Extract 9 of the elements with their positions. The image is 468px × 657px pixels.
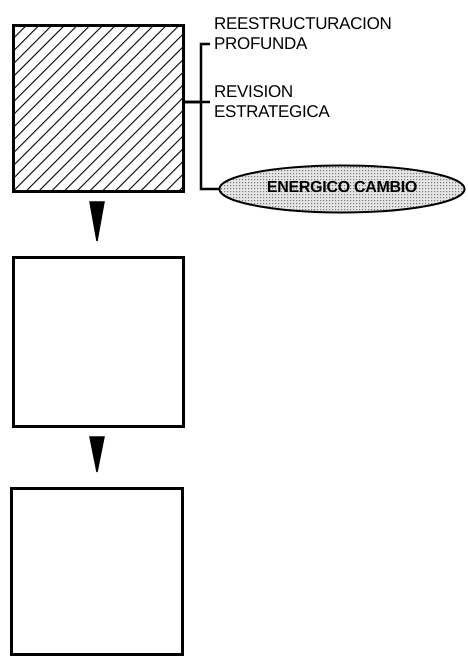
empty-box bbox=[10, 487, 184, 656]
hatched-box bbox=[12, 24, 185, 193]
ellipse-label: ENERGICO CAMBIO bbox=[266, 178, 418, 198]
bracket-item-text: REESTRUCTURACION PROFUNDA bbox=[214, 14, 392, 54]
bracket-item-text: REVISION ESTRATEGICA bbox=[214, 82, 330, 122]
wedge-arrow bbox=[89, 201, 105, 242]
wedge-arrow bbox=[89, 436, 105, 473]
empty-box bbox=[12, 256, 185, 428]
bracket-connector bbox=[185, 100, 220, 190]
